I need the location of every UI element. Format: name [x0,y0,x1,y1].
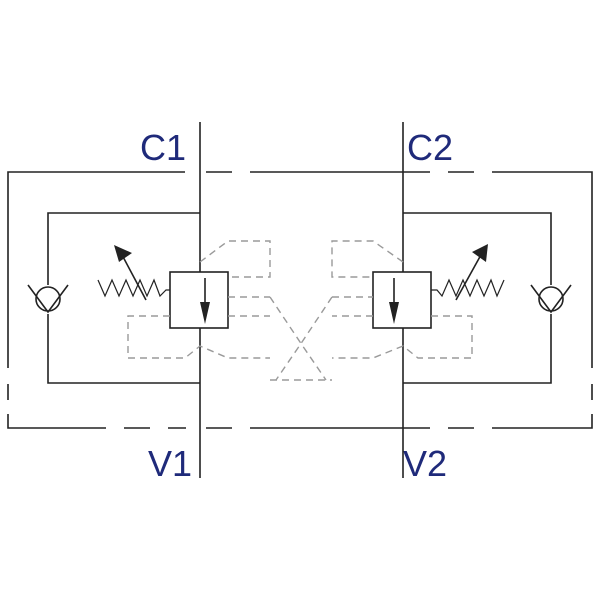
right-check-valve-icon [530,284,572,314]
port-label-v1: V1 [148,443,192,484]
right-circuit [403,212,552,384]
right-relief-valve-icon [372,244,505,329]
port-label-v2: V2 [403,443,447,484]
outer-boundary [7,171,593,429]
pilot-lines [127,240,473,381]
left-circuit [47,212,200,384]
port-label-c1: C1 [140,127,186,168]
left-check-valve-icon [27,284,69,314]
left-relief-valve-icon [97,245,229,329]
port-label-c2: C2 [407,127,453,168]
